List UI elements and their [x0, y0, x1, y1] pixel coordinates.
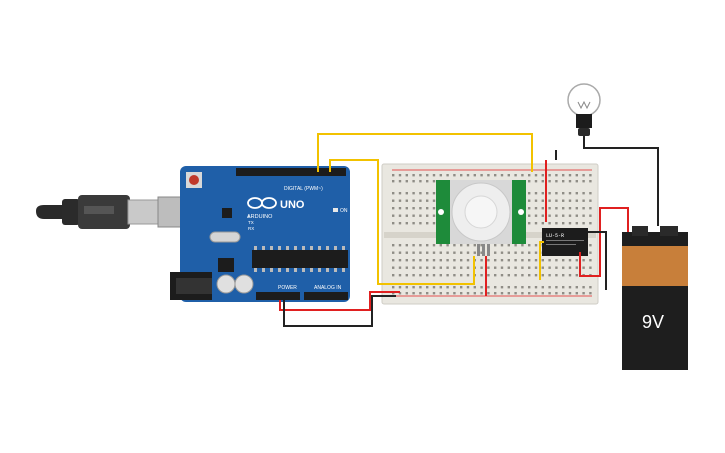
battery-9v[interactable]: 9V	[622, 226, 688, 370]
rx-label: RX	[248, 226, 254, 231]
usb-cable-icon[interactable]	[36, 195, 195, 229]
arduino-brand-label: ARDUINO	[247, 214, 273, 220]
wire-yellow-signal	[317, 133, 533, 172]
relay-module[interactable]: LU-5-R	[542, 228, 588, 256]
wire-red-5v	[279, 291, 400, 311]
wire-yellow-pir	[329, 159, 475, 285]
wire-yellow-relay	[539, 241, 544, 280]
pir-sensor[interactable]	[436, 180, 526, 256]
on-led-label: ON	[340, 208, 348, 214]
l-led-label: L	[248, 214, 251, 219]
digital-header	[236, 168, 346, 176]
atmega-chip	[252, 250, 348, 268]
wires	[279, 133, 659, 327]
wire-black-relay	[588, 231, 607, 290]
power-header	[256, 292, 300, 300]
digital-pwm-label: DIGITAL (PWM~)	[284, 186, 323, 192]
arduino-uno-board[interactable]: UNO ARDUINO DIGITAL (PWM~) POWER ANALOG …	[170, 166, 350, 302]
power-label: POWER	[278, 285, 297, 291]
analog-header	[304, 292, 348, 300]
battery-voltage-label: 9V	[642, 312, 664, 332]
arduino-infinity-logo	[247, 197, 277, 209]
light-bulb-icon[interactable]	[567, 83, 601, 136]
wire-black-bulb	[583, 136, 659, 226]
wire-red-battery	[579, 207, 629, 277]
relay-label: LU-5-R	[546, 233, 564, 239]
analog-in-label: ANALOG IN	[314, 285, 342, 291]
arduino-model-label: UNO	[280, 199, 305, 211]
tx-label: TX	[248, 220, 254, 225]
wire-black-gnd	[283, 295, 396, 327]
